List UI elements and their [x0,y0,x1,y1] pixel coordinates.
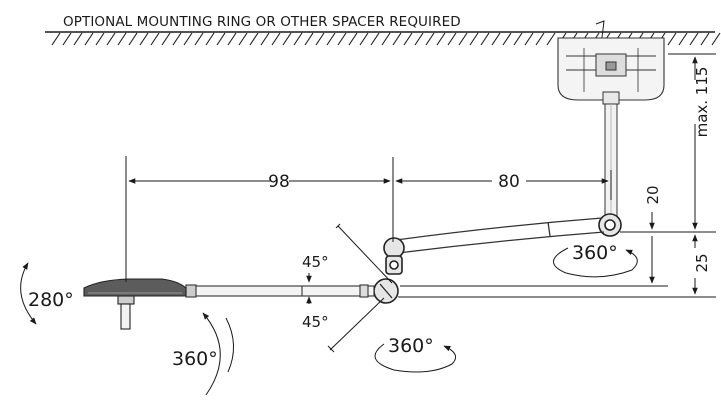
ceiling-hatch-mark [117,32,127,46]
ceiling-hatch-mark [326,32,336,46]
ceiling-hatch-mark [337,32,347,46]
upper-joint [598,213,622,237]
tilt-down-label: 45° [302,313,329,331]
ceiling-hatch-mark [502,32,512,46]
ceiling-hatch-mark [458,32,468,46]
ceiling [45,31,721,46]
ceiling-mount [557,37,665,105]
ceiling-hatch-mark [359,32,369,46]
ceiling-hatch-mark [370,32,380,46]
head-tilt-label: 280° [28,289,74,311]
ceiling-hatch-mark [711,32,721,46]
ceiling-hatch-mark [172,32,182,46]
ceiling-hatch-mark [414,32,424,46]
ceiling-hatch-mark [315,32,325,46]
ceiling-hatch-mark [95,32,105,46]
ceiling-hatch-mark [524,32,534,46]
arm-length-98-label: 98 [268,172,290,192]
mounting-note: OPTIONAL MOUNTING RING OR OTHER SPACER R… [63,14,461,30]
arm-length-80-label: 80 [498,172,520,192]
ceiling-hatch-mark [216,32,226,46]
ceiling-hatch-mark [678,32,688,46]
head-rotation-label: 360° [172,348,218,370]
ceiling-hatch-mark [73,32,83,46]
ceiling-hatch-mark [205,32,215,46]
ceiling-hatch-mark [689,32,699,46]
ceiling-hatch-mark [227,32,237,46]
ceiling-hatch-mark [667,32,677,46]
ceiling-hatch-mark [161,32,171,46]
ceiling-hatch-mark [139,32,149,46]
ceiling-hatch-mark [271,32,281,46]
max-height-label: max. 115 [693,67,711,138]
ceiling-hatch-mark [348,32,358,46]
ceiling-hatch-mark [106,32,116,46]
ceiling-hatch-mark [447,32,457,46]
ceiling-hatch-mark [469,32,479,46]
ceiling-hatch-mark [183,32,193,46]
ceiling-hatch-mark [700,32,710,46]
ceiling-hatch-mark [150,32,160,46]
ceiling-hatch-mark [249,32,259,46]
ceiling-hatch-mark [392,32,402,46]
ceiling-hatch-mark [84,32,94,46]
extension-arm [185,284,375,298]
joint-rotation-label: 360° [388,335,434,357]
ceiling-hatch-mark [282,32,292,46]
ceiling-hatch-mark [480,32,490,46]
ceiling-hatch-mark [260,32,270,46]
ceiling-hatch-mark [546,32,556,46]
ceiling-hatch-mark [194,32,204,46]
spring-arm [395,217,605,254]
ceiling-hatch-mark [491,32,501,46]
ceiling-hatch-mark [436,32,446,46]
ceiling-hatch-mark [51,32,61,46]
offset-20-label: 20 [644,185,662,204]
ceiling-hatch-mark [381,32,391,46]
elbow-joint [373,237,405,304]
offset-25-label: 25 [693,253,711,272]
lamp-head [83,278,187,330]
mount-rotation-label: 360° [572,242,618,264]
tilt-up-label: 45° [302,253,329,271]
ceiling-hatch-mark [513,32,523,46]
ceiling-hatch-mark [304,32,314,46]
tilt-angle-lines [306,223,393,353]
dimension-lines [125,53,716,298]
ceiling-hatch-mark [425,32,435,46]
ceiling-hatch-mark [238,32,248,46]
ceiling-hatch-mark [535,32,545,46]
ceiling-hatch-mark [293,32,303,46]
ceiling-hatch-mark [128,32,138,46]
rotation-arrows [20,247,638,396]
ceiling-hatch-mark [403,32,413,46]
ceiling-hatch-mark [62,32,72,46]
